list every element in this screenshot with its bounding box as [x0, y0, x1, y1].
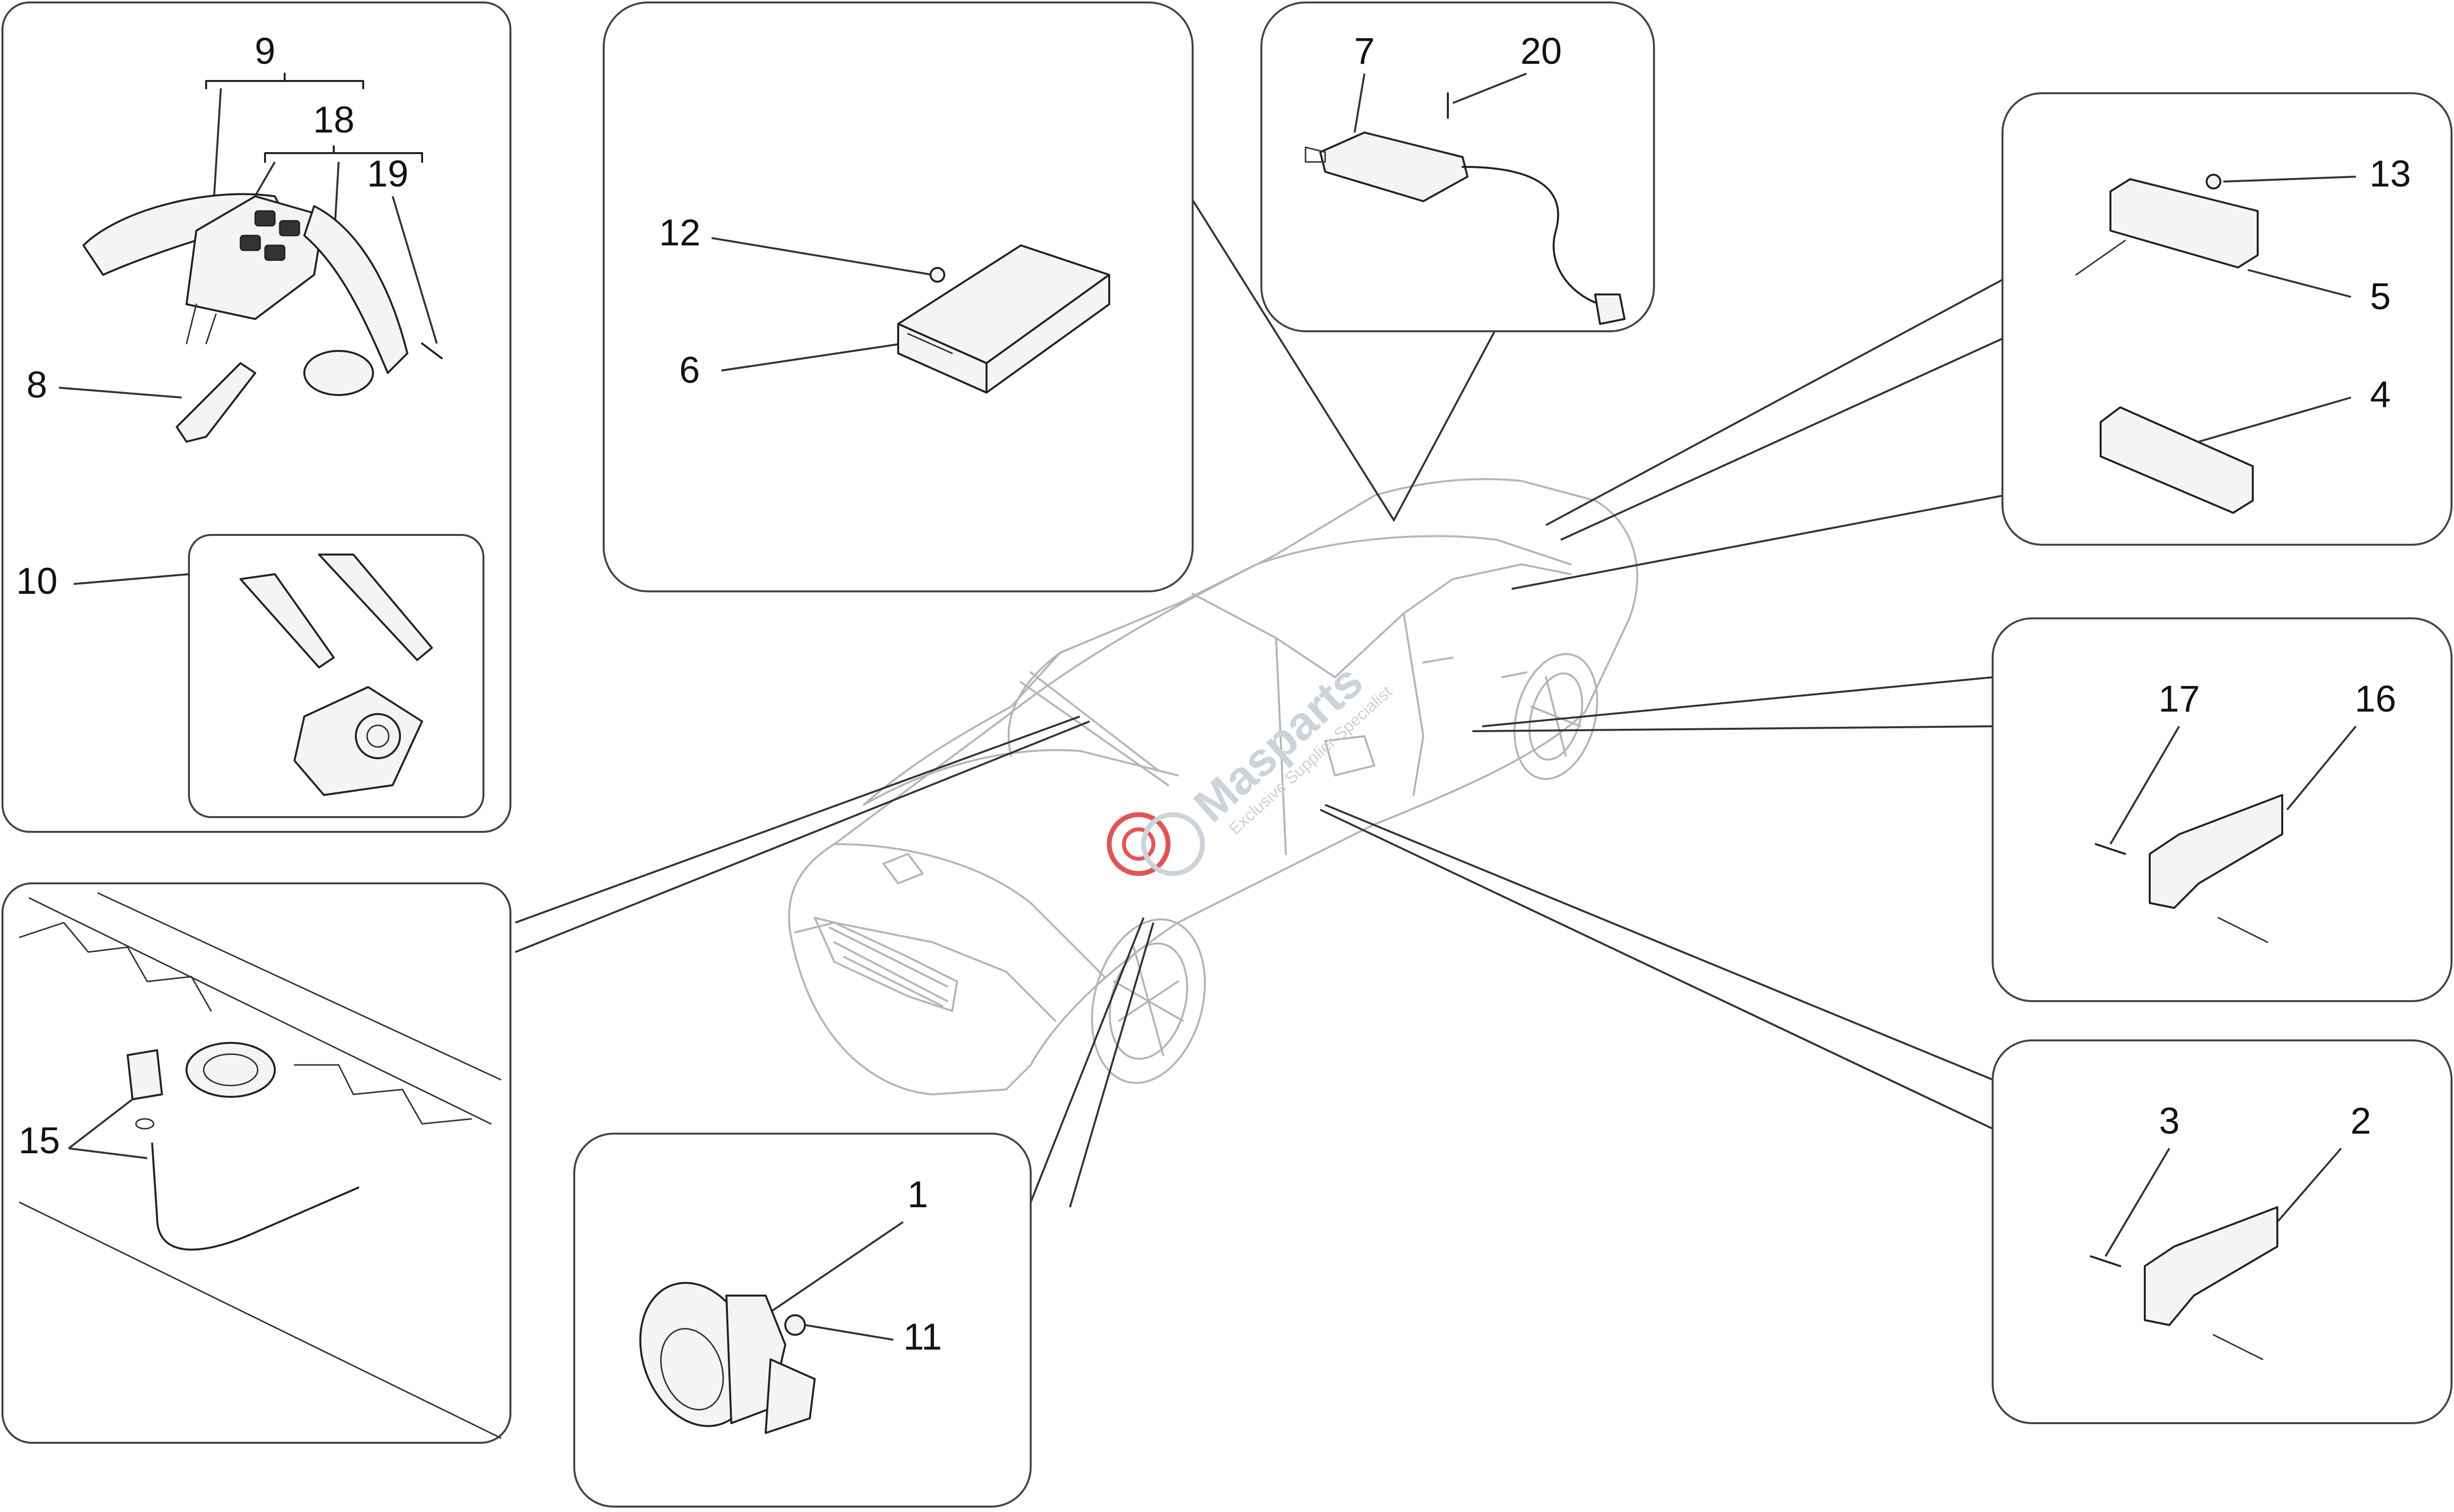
screw-pin-icon [421, 343, 443, 359]
screw-13-icon [2206, 174, 2221, 189]
antenna-connector-icon [1594, 293, 1626, 325]
callout-15: 15 [19, 1120, 60, 1162]
callout-19: 19 [367, 153, 409, 195]
watermark: Masparts Exclusive Supplier Specialist [1107, 655, 1396, 876]
panel-bracket-16: 17 16 [1992, 617, 2453, 1002]
callout-12: 12 [659, 212, 701, 254]
key-blade-2-icon [318, 554, 433, 661]
callout-16: 16 [2355, 678, 2397, 720]
panel-antenna: 7 20 [1260, 1, 1655, 332]
callout-7: 7 [1354, 30, 1375, 72]
panel-sensors: 13 5 4 [2001, 92, 2453, 546]
emergency-key-icon [176, 362, 256, 443]
callout-11: 11 [904, 1316, 942, 1358]
callout-2: 2 [2350, 1100, 2371, 1142]
callout-8: 8 [27, 364, 47, 406]
callout-3: 3 [2159, 1100, 2180, 1142]
key-fob-frame-icon [303, 205, 408, 374]
watermark-logo-icon [1107, 812, 1171, 876]
panel-siren: 1 11 [573, 1133, 1032, 1508]
nut-11-icon [784, 1314, 806, 1336]
screw-17-icon [2095, 843, 2126, 855]
bracket-16-icon [2149, 794, 2283, 909]
panel-interior-sensor: 15 [1, 882, 511, 1444]
callout-10: 10 [16, 560, 58, 602]
sensor-15-icon [127, 1049, 163, 1100]
callout-17: 17 [2159, 678, 2200, 720]
callout-13: 13 [2370, 153, 2411, 195]
callout-20: 20 [1520, 30, 1562, 72]
key-blade-1-icon [240, 573, 335, 668]
callout-4: 4 [2370, 374, 2391, 416]
battery-coin-icon [303, 350, 374, 396]
callout-5: 5 [2370, 276, 2391, 318]
callout-1: 1 [907, 1174, 928, 1216]
leader-lines [515, 176, 2003, 1208]
sensor-4-icon [2100, 406, 2254, 514]
nut-icon [930, 267, 945, 283]
callout-18: 18 [313, 99, 355, 141]
callout-9: 9 [255, 30, 275, 72]
callout-6: 6 [679, 349, 700, 391]
siren-bracket-icon [765, 1358, 816, 1434]
screw-3-icon [2090, 1255, 2121, 1267]
panel-control-module: 12 6 [603, 1, 1194, 592]
panel-bracket-2: 3 2 [1992, 1039, 2453, 1424]
antenna-module-icon [1319, 132, 1468, 202]
sensor-5-icon [2109, 178, 2259, 268]
sensor-grommet-icon [186, 1042, 276, 1098]
bracket-2-icon [2144, 1206, 2278, 1326]
panel-key-fob: 9 18 19 8 10 [1, 1, 511, 833]
